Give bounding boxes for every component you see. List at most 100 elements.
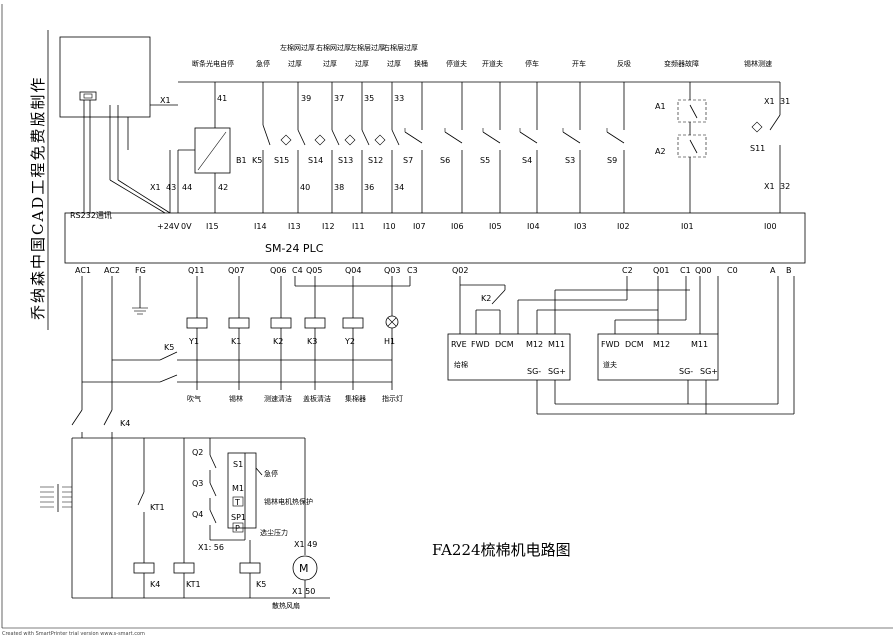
input-label: 停道夫 [446, 59, 467, 68]
plc-terminal: FG [135, 266, 146, 275]
switch-label: S7 [403, 156, 413, 165]
inverter-terminal: FWD [601, 340, 620, 349]
input-label: 右棉层过厚 [383, 43, 418, 52]
plc-terminal: B [786, 266, 792, 275]
input-label: 停车 [525, 59, 539, 68]
footer-text: Created with SmartPrinter trial version … [2, 631, 145, 637]
contact-label: Q4 [192, 510, 203, 519]
output-coils: Y1 K1 K2 K3 Y2 H1 吹气 锡林 测速清洁 盖板清洁 集棉器 指示… [187, 337, 403, 403]
wire-number: 35 [364, 94, 374, 103]
plc-terminal: AC2 [104, 266, 120, 275]
terminal-label: X1: 56 [198, 543, 224, 552]
plc-terminal: I13 [288, 222, 301, 231]
output-name: 指示灯 [382, 394, 403, 403]
coil-label: K1 [231, 337, 241, 346]
wire-number: X1 [150, 183, 161, 192]
plc-terminal: C1 [680, 266, 691, 275]
plc-terminal: Q03 [384, 266, 400, 275]
switch-label: S15 [274, 156, 289, 165]
inverter-terminal: SG- [527, 367, 541, 376]
sp1-label: SP1 [231, 513, 246, 522]
wire-number: 31 [780, 97, 790, 106]
switch-label: K5 [252, 156, 262, 165]
terminal-label: X1 50 [292, 587, 315, 596]
output-name: 测速清洁 [264, 394, 292, 403]
contact-label: Q2 [192, 448, 203, 457]
inverter-terminal: SG+ [548, 367, 566, 376]
k2-label: K2 [481, 294, 491, 303]
switch-label: B1 [236, 156, 247, 165]
plc-terminal: Q11 [188, 266, 204, 275]
inverter-terminal: M11 [548, 340, 565, 349]
inverter-terminal: SG- [679, 367, 693, 376]
s1-label: S1 [233, 460, 243, 469]
plc-terminal: AC1 [75, 266, 91, 275]
plc-terminal: I04 [527, 222, 540, 231]
plc-terminal: I12 [322, 222, 335, 231]
plc-terminal: A [770, 266, 776, 275]
wire-number: 39 [301, 94, 311, 103]
output-name: 吹气 [187, 394, 201, 403]
wire-number: 36 [364, 183, 374, 192]
plc-terminal: Q05 [306, 266, 322, 275]
plc-terminal: +24V [157, 222, 180, 231]
wire-number: 38 [334, 183, 344, 192]
watermark-text: 乔纳森中国CAD工程免费版制作 [29, 76, 47, 320]
input-label: 左棉层过厚 [350, 43, 385, 52]
wire-number: 41 [217, 94, 227, 103]
rs232-label: RS232通讯 [70, 210, 112, 220]
plc-terminal: I07 [413, 222, 426, 231]
plc-terminal: I00 [764, 222, 777, 231]
inverter-name: 给棉 [454, 360, 468, 369]
wire-number: X1 [160, 96, 171, 105]
switch-designators: B1 K5 S15 S14 S13 S12 S7 S6 S5 S4 S3 S9 … [236, 102, 765, 165]
plc-terminal: 0V [181, 222, 192, 231]
plc-terminal: I15 [206, 222, 219, 231]
wire-number: 44 [182, 183, 192, 192]
plc-terminal: C0 [727, 266, 738, 275]
plc-terminal: Q07 [228, 266, 244, 275]
plc-terminal: I05 [489, 222, 502, 231]
plc-name: SM-24 PLC [265, 242, 324, 255]
switch-label: S3 [565, 156, 575, 165]
relay-label: K4 [150, 580, 160, 589]
title-block: 乔纳森中国CAD工程免费版制作 [1, 4, 893, 629]
switch-label: S5 [480, 156, 490, 165]
motor-control-circuit: KT1 K4 KT1 Q2 Q3 Q4 X1: 56 S1 急停 M1 T 锡林… [40, 437, 330, 610]
fan-label: 散热风扇 [272, 601, 300, 610]
inverter-terminal: M11 [691, 340, 708, 349]
inverter-terminal: DCM [495, 340, 514, 349]
input-labels: 断条光电自停 急停 左棉网过厚 右棉网过厚 左棉层过厚 右棉层过厚 换桶 停道夫… [192, 43, 772, 68]
input-label-suffix: 过厚 [387, 59, 401, 68]
inverter-section: K2 RVE FWD DCM M12 M11 给棉 SG- SG+ FWD DC… [447, 276, 795, 415]
plc-terminal: C3 [407, 266, 418, 275]
input-wire-numbers: X1 41 39 37 35 33 X1 31 X1 43 44 42 40 3… [150, 94, 790, 192]
plc-terminal: C2 [622, 266, 633, 275]
wire-number: 43 [166, 183, 176, 192]
t-name: 锡林电机热保护 [264, 497, 313, 506]
switch-label: S9 [607, 156, 617, 165]
coil-label: Y2 [344, 337, 355, 346]
input-branches [169, 82, 781, 213]
wire-number: X1 [764, 97, 775, 106]
terminal-label: X1 49 [294, 540, 317, 549]
plc-terminal: Q00 [695, 266, 711, 275]
coil-label: Y1 [188, 337, 199, 346]
plc-terminal: I03 [574, 222, 587, 231]
input-label: 开车 [572, 59, 586, 68]
plc-terminal: I10 [383, 222, 396, 231]
p-label: P [235, 524, 240, 533]
wire-number: 37 [334, 94, 344, 103]
coil-label: K2 [273, 337, 283, 346]
switch-label: S13 [338, 156, 353, 165]
output-name: 集棉器 [345, 394, 366, 403]
s1-name: 急停 [264, 469, 278, 478]
input-label-suffix: 过厚 [323, 59, 337, 68]
input-label: 右棉网过厚 [316, 43, 351, 52]
contact-label: Q3 [192, 479, 203, 488]
input-label: 断条光电自停 [192, 59, 234, 68]
k4-label: K4 [120, 419, 130, 428]
output-wiring: K4 K5 [71, 276, 411, 438]
plc-body: SM-24 PLC [64, 212, 806, 264]
